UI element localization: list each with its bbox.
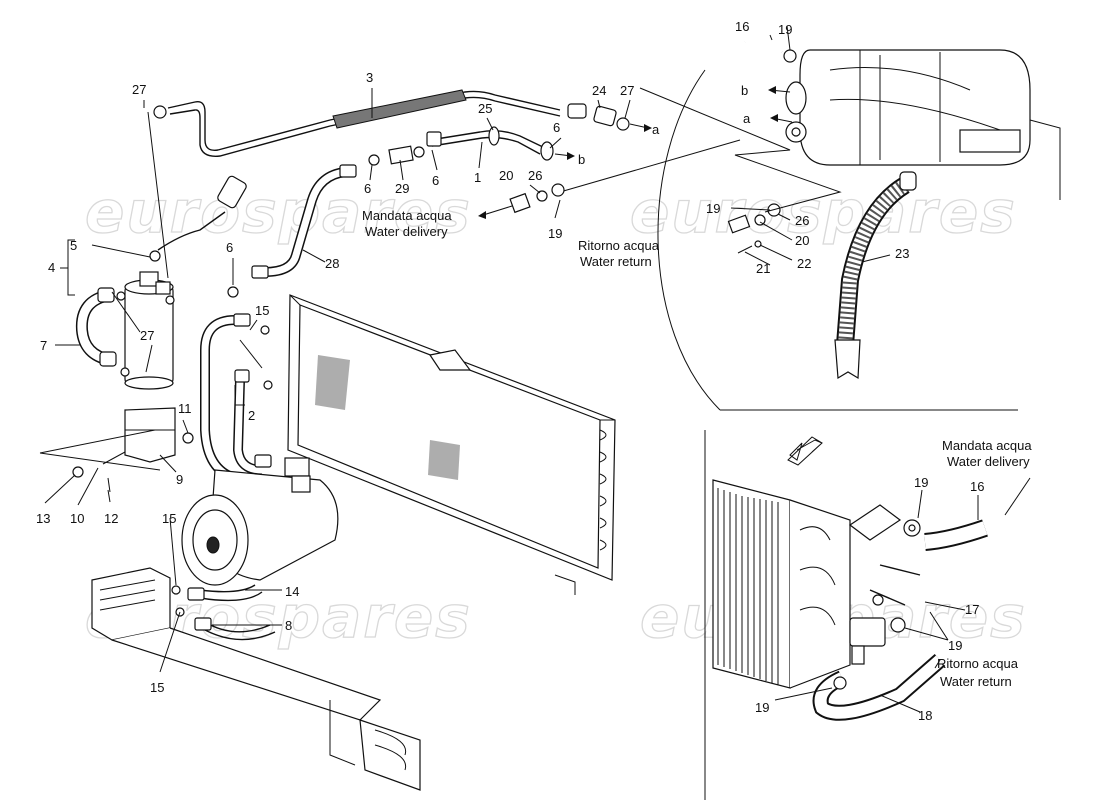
callout-19-inset-right: 19 xyxy=(948,638,962,653)
captions: Mandata acqua Water delivery Ritorno acq… xyxy=(362,208,1032,689)
callout-18: 18 xyxy=(918,708,932,723)
callout-13: 13 xyxy=(36,511,50,526)
pipe-1 xyxy=(426,126,575,161)
callout-22: 22 xyxy=(797,256,811,271)
callout-6-right: 6 xyxy=(553,120,560,135)
clamp-19-top xyxy=(783,49,797,63)
caption-delivery-it-inset: Mandata acqua xyxy=(942,438,1032,453)
caption-return-en-inset: Water return xyxy=(940,674,1012,689)
fitting-29 xyxy=(368,145,425,166)
callout-19-inset-top: 19 xyxy=(914,475,928,490)
callout-26-mid: 26 xyxy=(528,168,542,183)
watermark-top-left: eurospares xyxy=(85,178,472,246)
detail-inset xyxy=(712,436,988,721)
drain-hose-23 xyxy=(834,171,917,380)
callout-9: 9 xyxy=(176,472,183,487)
callout-labels: 27 3 24 27 25 6 a b 1 6 29 6 20 26 19 28… xyxy=(36,19,984,723)
hose-7 xyxy=(75,287,130,377)
label-b-pipe: b xyxy=(578,152,585,167)
callout-27-right: 27 xyxy=(620,83,634,98)
callout-10: 10 xyxy=(70,511,84,526)
callout-4: 4 xyxy=(48,260,55,275)
hose-2 xyxy=(200,313,273,483)
callout-3: 3 xyxy=(366,70,373,85)
leader-heater-outline xyxy=(639,87,842,213)
leader-valve-19 xyxy=(559,139,741,193)
leader-lines xyxy=(39,25,1031,713)
condenser xyxy=(287,294,616,595)
callout-15-mid: 15 xyxy=(162,511,176,526)
callout-2: 2 xyxy=(248,408,255,423)
callout-15-top: 15 xyxy=(255,303,269,318)
callout-19-inset-bottom: 19 xyxy=(755,700,769,715)
callout-21: 21 xyxy=(756,261,770,276)
compressor xyxy=(181,457,339,586)
callout-8: 8 xyxy=(285,618,292,633)
callout-19-top: 19 xyxy=(778,22,792,37)
callout-5: 5 xyxy=(70,238,77,253)
callout-29: 29 xyxy=(395,181,409,196)
watermark-top-right: eurospares xyxy=(630,178,1017,246)
callout-14: 14 xyxy=(285,584,299,599)
callout-16-inset: 16 xyxy=(970,479,984,494)
caption-delivery-en-inset: Water delivery xyxy=(947,454,1030,469)
separator-arc xyxy=(657,69,721,411)
callout-27-drier: 27 xyxy=(140,328,154,343)
callout-15-bottom: 15 xyxy=(150,680,164,695)
caption-delivery-en-main: Water delivery xyxy=(365,224,448,239)
callout-6-mid: 6 xyxy=(432,173,439,188)
heater-unit xyxy=(785,49,1061,200)
caption-return-it-inset: Ritorno acqua xyxy=(937,656,1019,671)
callout-6-drier: 6 xyxy=(226,240,233,255)
callout-1: 1 xyxy=(474,170,481,185)
callout-11: 11 xyxy=(178,401,192,416)
receiver-drier-4 xyxy=(124,175,247,390)
callout-12: 12 xyxy=(104,511,118,526)
callout-23: 23 xyxy=(895,246,909,261)
valve-20-26 xyxy=(478,183,565,219)
callout-27-top: 27 xyxy=(132,82,146,97)
label-b-heater: b xyxy=(741,83,748,98)
callout-16-top: 16 xyxy=(735,19,749,34)
callout-25: 25 xyxy=(478,101,492,116)
water-tap-assembly xyxy=(727,203,781,254)
callout-19-mid: 19 xyxy=(548,226,562,241)
caption-delivery-it-main: Mandata acqua xyxy=(362,208,452,223)
fitting-24 xyxy=(567,103,630,131)
callout-28: 28 xyxy=(325,256,339,271)
callout-6-left: 6 xyxy=(364,181,371,196)
callout-20-mid: 20 xyxy=(499,168,513,183)
callout-7: 7 xyxy=(40,338,47,353)
callout-20-tap: 20 xyxy=(795,233,809,248)
caption-return-it-main: Ritorno acqua xyxy=(578,238,660,253)
callout-19-tap: 19 xyxy=(706,201,720,216)
hose-14-8 xyxy=(171,584,276,641)
caption-return-en-main: Water return xyxy=(580,254,652,269)
callout-24: 24 xyxy=(592,83,606,98)
pipe-3 xyxy=(153,89,561,157)
label-a-pipe: a xyxy=(652,122,660,137)
callout-17: 17 xyxy=(965,602,979,617)
hose-28 xyxy=(227,164,357,298)
label-a-heater: a xyxy=(743,111,751,126)
callout-26-tap: 26 xyxy=(795,213,809,228)
evaporator-duct xyxy=(91,567,421,791)
bracket-9 xyxy=(72,407,194,493)
